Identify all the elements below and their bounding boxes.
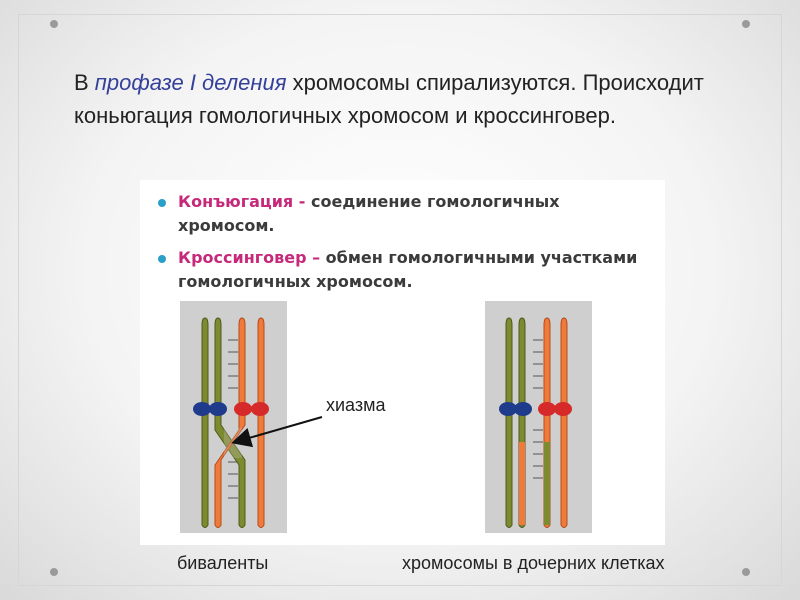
corner-dot-top-left bbox=[50, 20, 58, 28]
definition-crossing-over: Кроссинговер – обмен гомологичными участ… bbox=[152, 246, 657, 294]
term-crossing-over: Кроссинговер – bbox=[178, 248, 321, 267]
definition-list: Конъюгация - соединение гомологичных хро… bbox=[152, 190, 657, 302]
chiasma-arrow bbox=[231, 416, 323, 448]
definition-conjugation: Конъюгация - соединение гомологичных хро… bbox=[152, 190, 657, 238]
main-text-part-1: В bbox=[74, 70, 95, 95]
corner-dot-bottom-right bbox=[742, 568, 750, 576]
bivalent-drawing bbox=[193, 317, 269, 528]
chromosome-illustration bbox=[193, 317, 572, 528]
bullet-icon bbox=[158, 255, 166, 263]
slide-frame bbox=[18, 14, 782, 586]
label-daughter-chromosomes: хромосомы в дочерних клетках bbox=[402, 553, 665, 573]
daughter-chromosomes-drawing bbox=[499, 317, 572, 528]
definition-conjugation-text: соединение гомологичных хромосом. bbox=[178, 192, 560, 235]
meiosis-figure: Конъюгация - соединение гомологичных хро… bbox=[140, 180, 665, 545]
main-text-part-2: хромосомы спирализуются. Происходит конь… bbox=[74, 70, 704, 128]
corner-dot-top-right bbox=[742, 20, 750, 28]
slide-main-text: В профазе I деления хромосомы спирализую… bbox=[74, 66, 734, 132]
label-chiasma: хиазма bbox=[326, 395, 386, 415]
term-conjugation: Конъюгация - bbox=[178, 192, 306, 211]
definition-crossing-over-text: обмен гомологичными участками гомологичн… bbox=[178, 248, 638, 291]
bullet-icon bbox=[158, 199, 166, 207]
corner-dot-bottom-left bbox=[50, 568, 58, 576]
label-bivalents: биваленты bbox=[177, 553, 269, 573]
main-text-emphasis: профазе I деления bbox=[94, 70, 287, 95]
